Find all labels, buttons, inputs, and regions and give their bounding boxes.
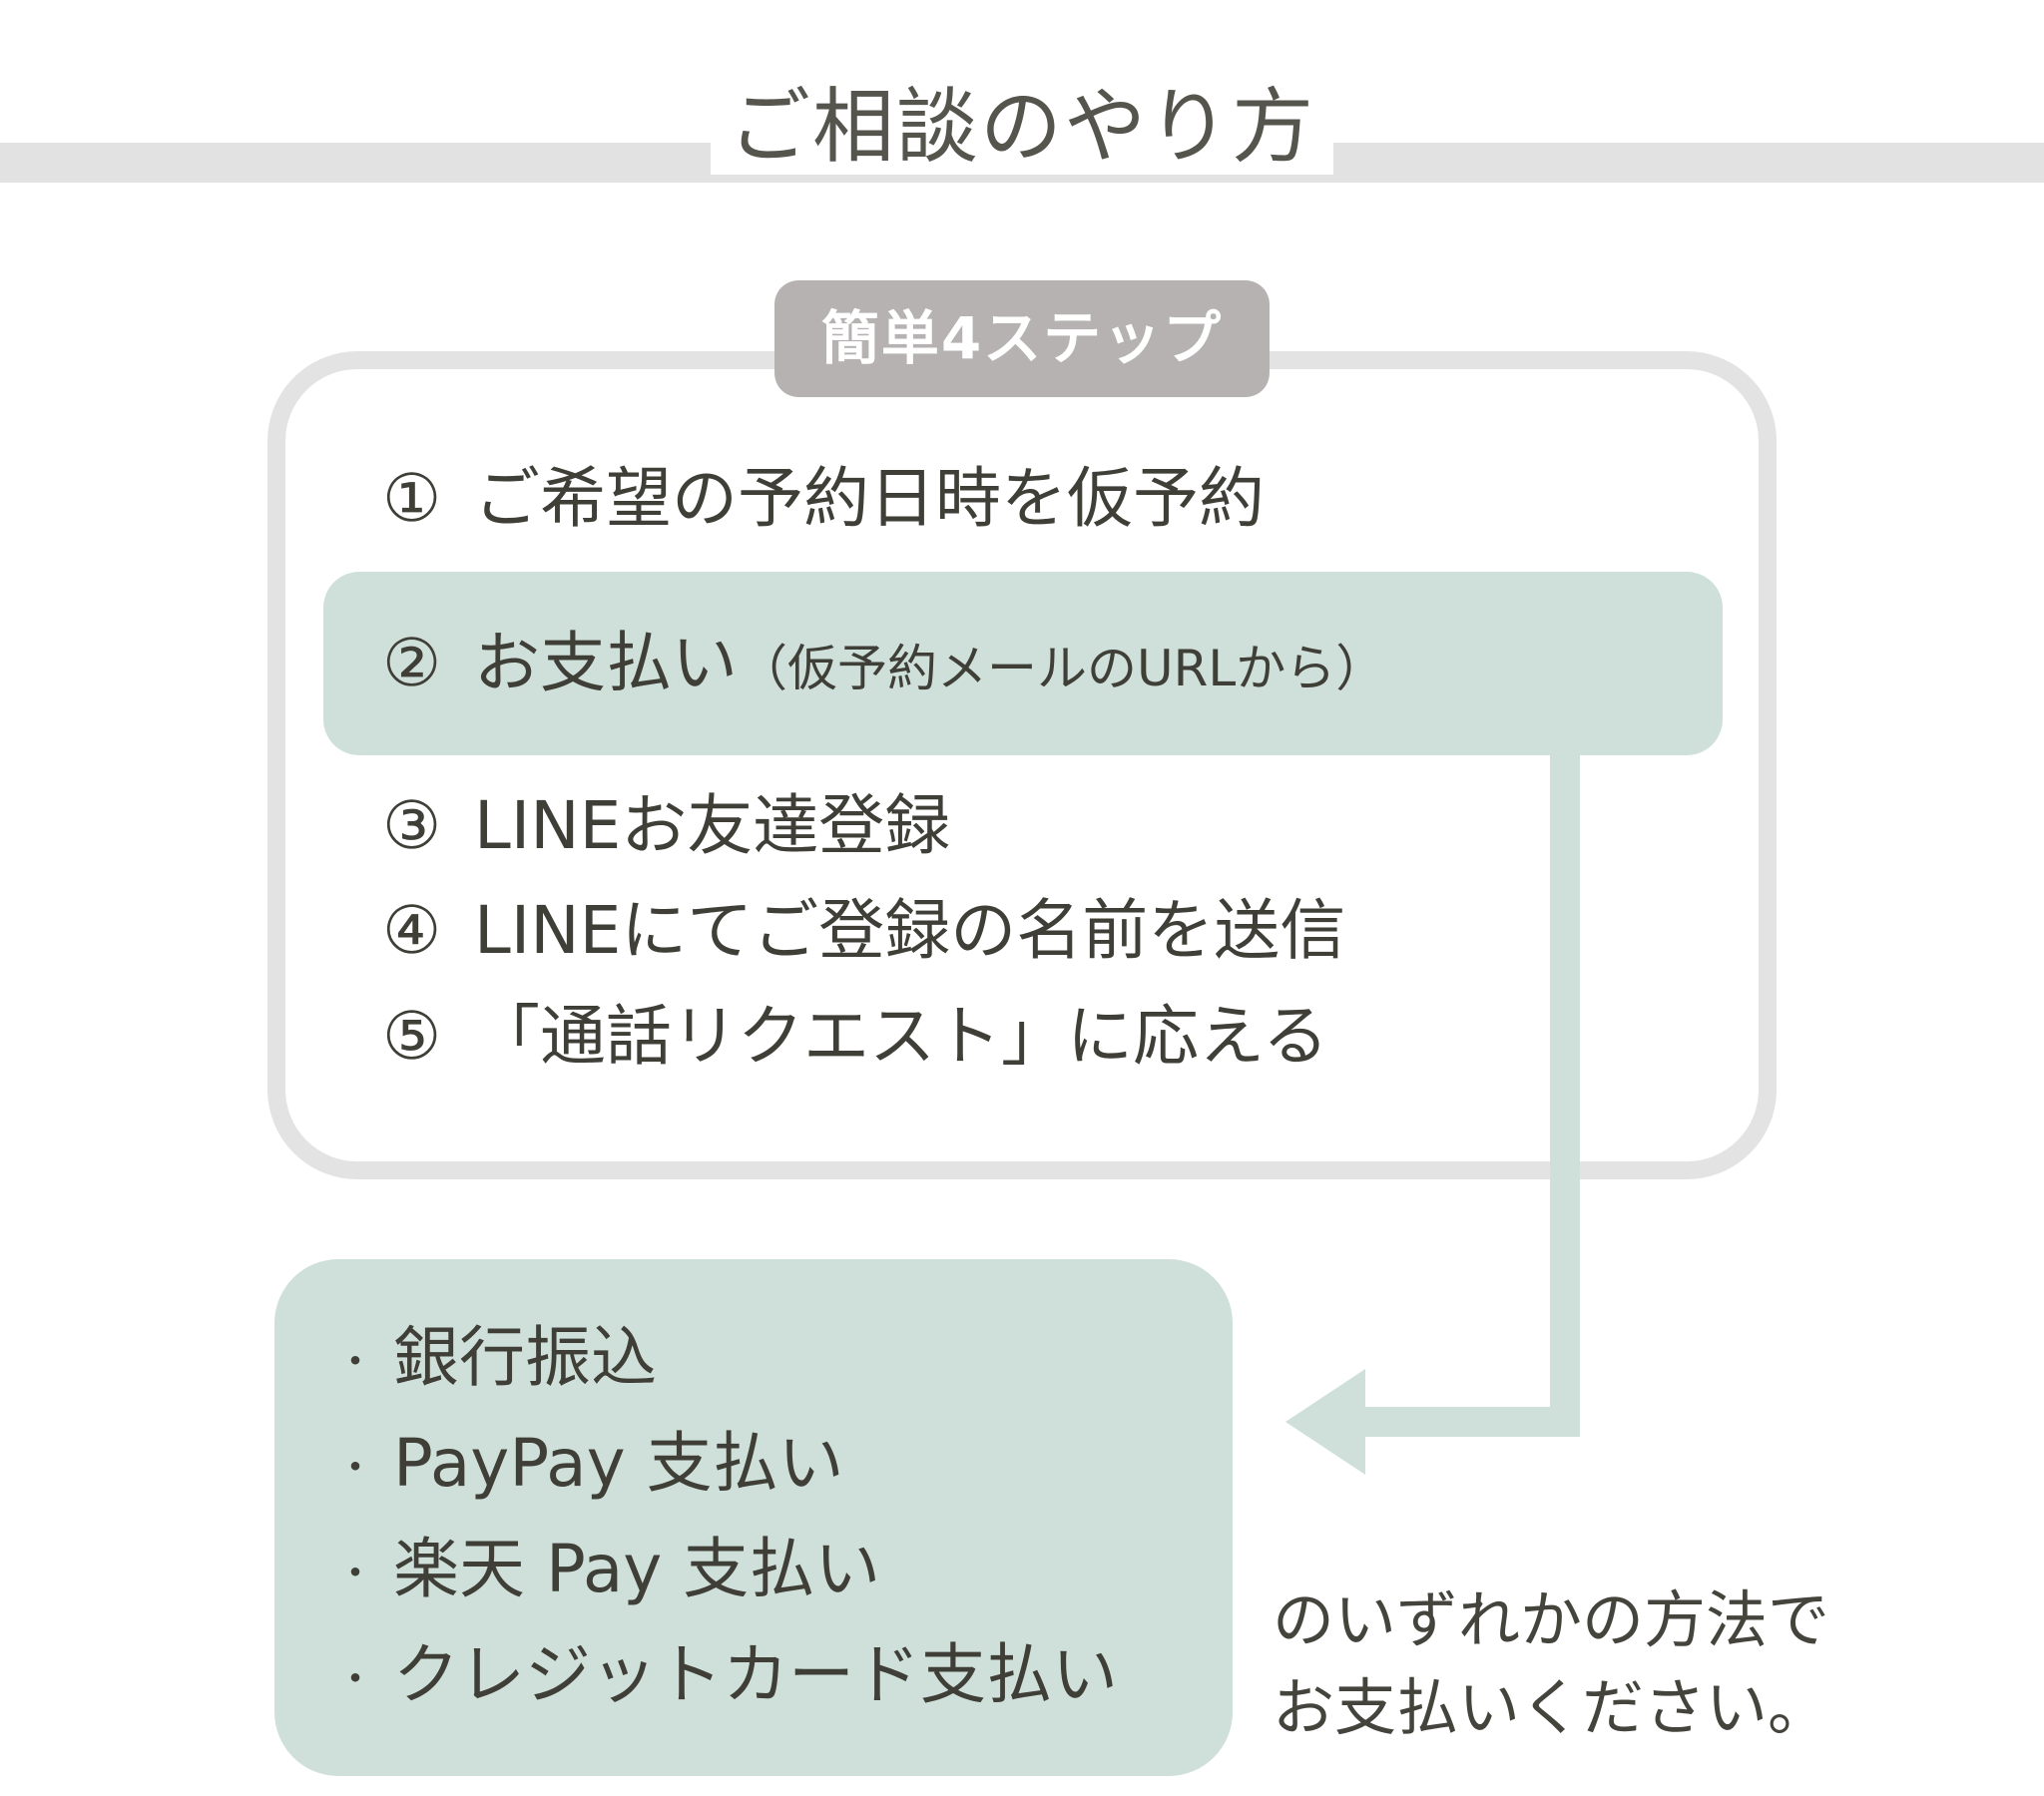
- step-4-number: ④: [382, 892, 442, 969]
- step-5-text: 「通話リクエスト」に応える: [474, 998, 1329, 1075]
- step-3-number: ③: [382, 787, 442, 864]
- payment-method-paypay: ・ PayPay 支払い: [335, 1419, 844, 1509]
- bullet: ・: [335, 1444, 375, 1491]
- step-2-note: （仮予約メールのURLから）: [738, 640, 1386, 697]
- bullet: ・: [335, 1655, 375, 1702]
- arrow-vertical-line: [1550, 755, 1580, 1437]
- bullet: ・: [335, 1338, 375, 1385]
- step-3: ③ LINEお友達登録: [382, 781, 950, 871]
- step-2: ② お支払い（仮予約メールのURLから）: [382, 619, 1385, 708]
- arrow-head-icon: [1285, 1369, 1365, 1475]
- bullet: ・: [335, 1550, 375, 1596]
- steps-frame: [267, 351, 1777, 1179]
- payment-method-label: 楽天 Pay 支払い: [393, 1531, 881, 1607]
- payment-methods-box: [274, 1259, 1233, 1776]
- page-title: ご相談のやり方: [0, 78, 2044, 178]
- step-1-number: ①: [382, 460, 442, 537]
- steps-badge: 簡単4ステップ: [774, 280, 1270, 397]
- closing-text: のいずれかの方法で お支払いください。: [1273, 1576, 1829, 1752]
- closing-line-2: お支払いください。: [1273, 1671, 1830, 1744]
- step-2-highlight: [323, 572, 1723, 755]
- payment-method-label: PayPay 支払い: [393, 1425, 844, 1502]
- step-5: ⑤ 「通話リクエスト」に応える: [382, 992, 1328, 1082]
- payment-method-rakuten: ・楽天 Pay 支払い: [335, 1525, 880, 1614]
- step-1-text: ご希望の予約日時を仮予約: [474, 460, 1265, 537]
- arrow-horizontal-line: [1349, 1407, 1580, 1437]
- step-3-text: LINEお友達登録: [474, 787, 951, 864]
- payment-method-label: 銀行振込: [393, 1319, 657, 1396]
- page-title-text: ご相談のやり方: [710, 80, 1333, 175]
- payment-method-bank: ・銀行振込: [335, 1313, 657, 1403]
- step-1: ① ご希望の予約日時を仮予約: [382, 454, 1265, 544]
- payment-method-credit-card: ・クレジットカード支払い: [335, 1630, 1118, 1720]
- payment-method-label: クレジットカード支払い: [393, 1636, 1118, 1713]
- step-4-text: LINEにてご登録の名前を送信: [474, 892, 1346, 969]
- step-4: ④ LINEにてご登録の名前を送信: [382, 886, 1345, 976]
- step-2-number: ②: [382, 625, 442, 701]
- closing-line-1: のいずれかの方法で: [1273, 1583, 1830, 1656]
- step-5-number: ⑤: [382, 998, 442, 1075]
- step-2-text: お支払い: [474, 625, 738, 701]
